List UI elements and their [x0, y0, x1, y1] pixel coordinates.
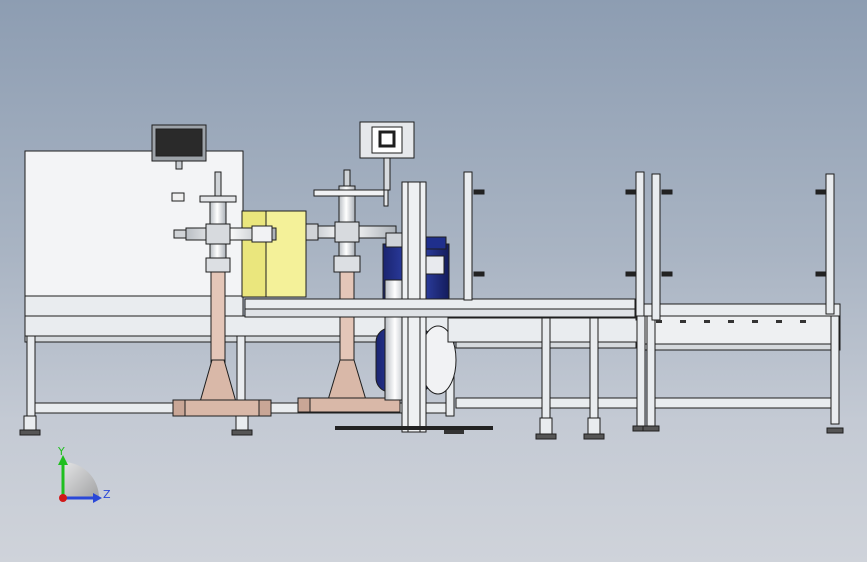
stand-middle [297, 169, 401, 413]
yellow-panel [241, 210, 307, 298]
conveyor-middle [244, 171, 645, 440]
coordinate-triad: Y Z [57, 445, 111, 503]
x-axis-origin [59, 494, 67, 502]
conveyor-right [632, 173, 844, 434]
stand-left [171, 171, 277, 417]
z-axis-label: Z [103, 488, 111, 501]
overhead-sign [359, 121, 415, 191]
floor-plate [335, 426, 493, 434]
monitor [151, 124, 207, 170]
y-axis-label: Y [57, 445, 65, 458]
conveyor-rollers [656, 320, 806, 323]
